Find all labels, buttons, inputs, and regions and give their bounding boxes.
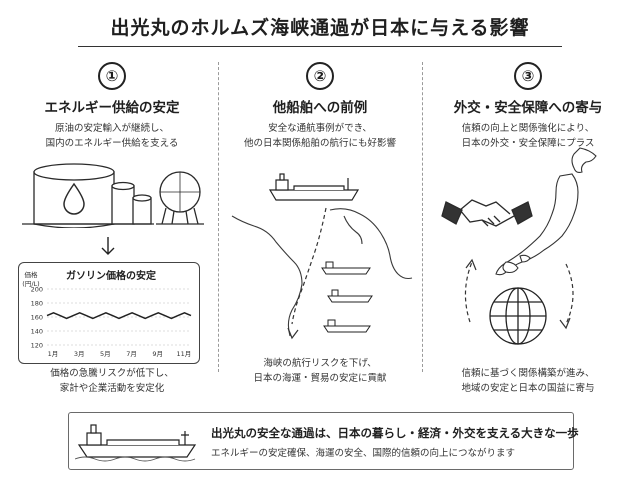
y-tick-label: 120 [31, 342, 43, 350]
y-tick-label: 180 [31, 300, 43, 308]
title-underline [78, 46, 562, 47]
column-description: 原油の安定輸入が継続し、 国内のエネルギー供給を支える [45, 123, 179, 149]
arrow-down-icon [101, 237, 115, 255]
y-tick-label: 200 [31, 286, 43, 294]
arrow-down-icon [559, 317, 571, 330]
diplomacy-illustration [441, 147, 597, 345]
coastline-right [329, 208, 413, 280]
x-tick-label: 3月 [74, 350, 85, 358]
exchange-arrow [565, 263, 574, 325]
x-tick-label: 11月 [177, 350, 192, 358]
y-tick-label: 160 [31, 314, 43, 322]
column-heading: エネルギー供給の安定 [44, 100, 180, 116]
y-tick-label: 140 [31, 328, 43, 336]
column-diplomacy: ③ 外交・安全保障への寄与 信頼の向上と関係強化により、 日本の外交・安全保障に… [428, 62, 628, 151]
oil-drop-icon [63, 182, 85, 215]
route-path [291, 207, 327, 325]
column-divider [218, 62, 219, 372]
summary-main: 出光丸の安全な通過は、日本の暮らし・経済・外交を支える大きな一歩 [211, 426, 579, 440]
column-description: 信頼の向上と関係強化により、 日本の外交・安全保障にプラス [461, 123, 595, 149]
tanker-ship-icon [75, 424, 197, 462]
column-description: 安全な通航事例ができ、 他の日本関係船舶の航行にも好影響 [243, 123, 396, 149]
column-heading: 外交・安全保障への寄与 [453, 100, 603, 116]
column-energy: ① エネルギー供給の安定 原油の安定輸入が継続し、 国内のエネルギー供給を支える [12, 62, 212, 151]
page-title: 出光丸のホルムズ海峡通過が日本に与える影響 [110, 17, 530, 39]
column-number: ③ [514, 62, 542, 90]
tanker-ship-icon [323, 319, 371, 333]
x-tick-label: 5月 [100, 350, 111, 358]
x-tick-label: 7月 [126, 350, 137, 358]
arrow-up-icon [465, 258, 477, 271]
japan-map-icon [495, 147, 597, 276]
handshake-icon [441, 199, 533, 227]
column-caption: 信頼に基づく関係構築が進み、 地域の安定と日本の国益に寄与 [461, 368, 595, 394]
x-tick-label: 9月 [152, 350, 163, 358]
oil-tanks-illustration [22, 163, 204, 228]
column-divider [422, 62, 423, 372]
tanker-ship-icon [327, 289, 373, 303]
route-arrow-icon [287, 327, 299, 340]
summary-box: 出光丸の安全な通過は、日本の暮らし・経済・外交を支える大きな一歩 エネルギーの安… [68, 412, 579, 470]
x-tick-label: 1月 [48, 350, 59, 358]
column-caption: 海峡の航行リスクを下げ、 日本の海運・貿易の安定に貢献 [253, 358, 387, 384]
chart-plot: ガソリン価格の安定 価格 (円/L) 200 180 160 140 120 1月 3月 5月… [22, 269, 192, 358]
column-precedent: ② 他船舶への前例 安全な通航事例ができ、 他の日本関係船舶の航行にも好影響 [220, 62, 420, 151]
column-number: ① [98, 62, 126, 90]
column-heading: 他船舶への前例 [272, 100, 368, 116]
tanker-ship-icon [268, 173, 360, 201]
column-number: ② [306, 62, 334, 90]
series-line [46, 311, 192, 320]
column-caption: 価格の急騰リスクが低下し、 家計や企業活動を安定化 [50, 368, 174, 394]
exchange-arrow [464, 261, 473, 323]
summary-sub: エネルギーの安定確保、海運の安全、国際的信頼の向上につながります [211, 448, 516, 459]
strait-map-illustration [231, 173, 413, 340]
coastline-left [231, 215, 303, 337]
y-axis-label: 価格 [25, 270, 39, 279]
tanker-ship-icon [321, 261, 371, 275]
globe-icon [489, 287, 547, 345]
y-axis-unit: (円/L) [22, 280, 39, 288]
gasoline-price-chart: ガソリン価格の安定 価格 (円/L) 200 180 160 140 120 1月 3月 5月… [18, 262, 200, 364]
chart-title: ガソリン価格の安定 [66, 269, 156, 282]
